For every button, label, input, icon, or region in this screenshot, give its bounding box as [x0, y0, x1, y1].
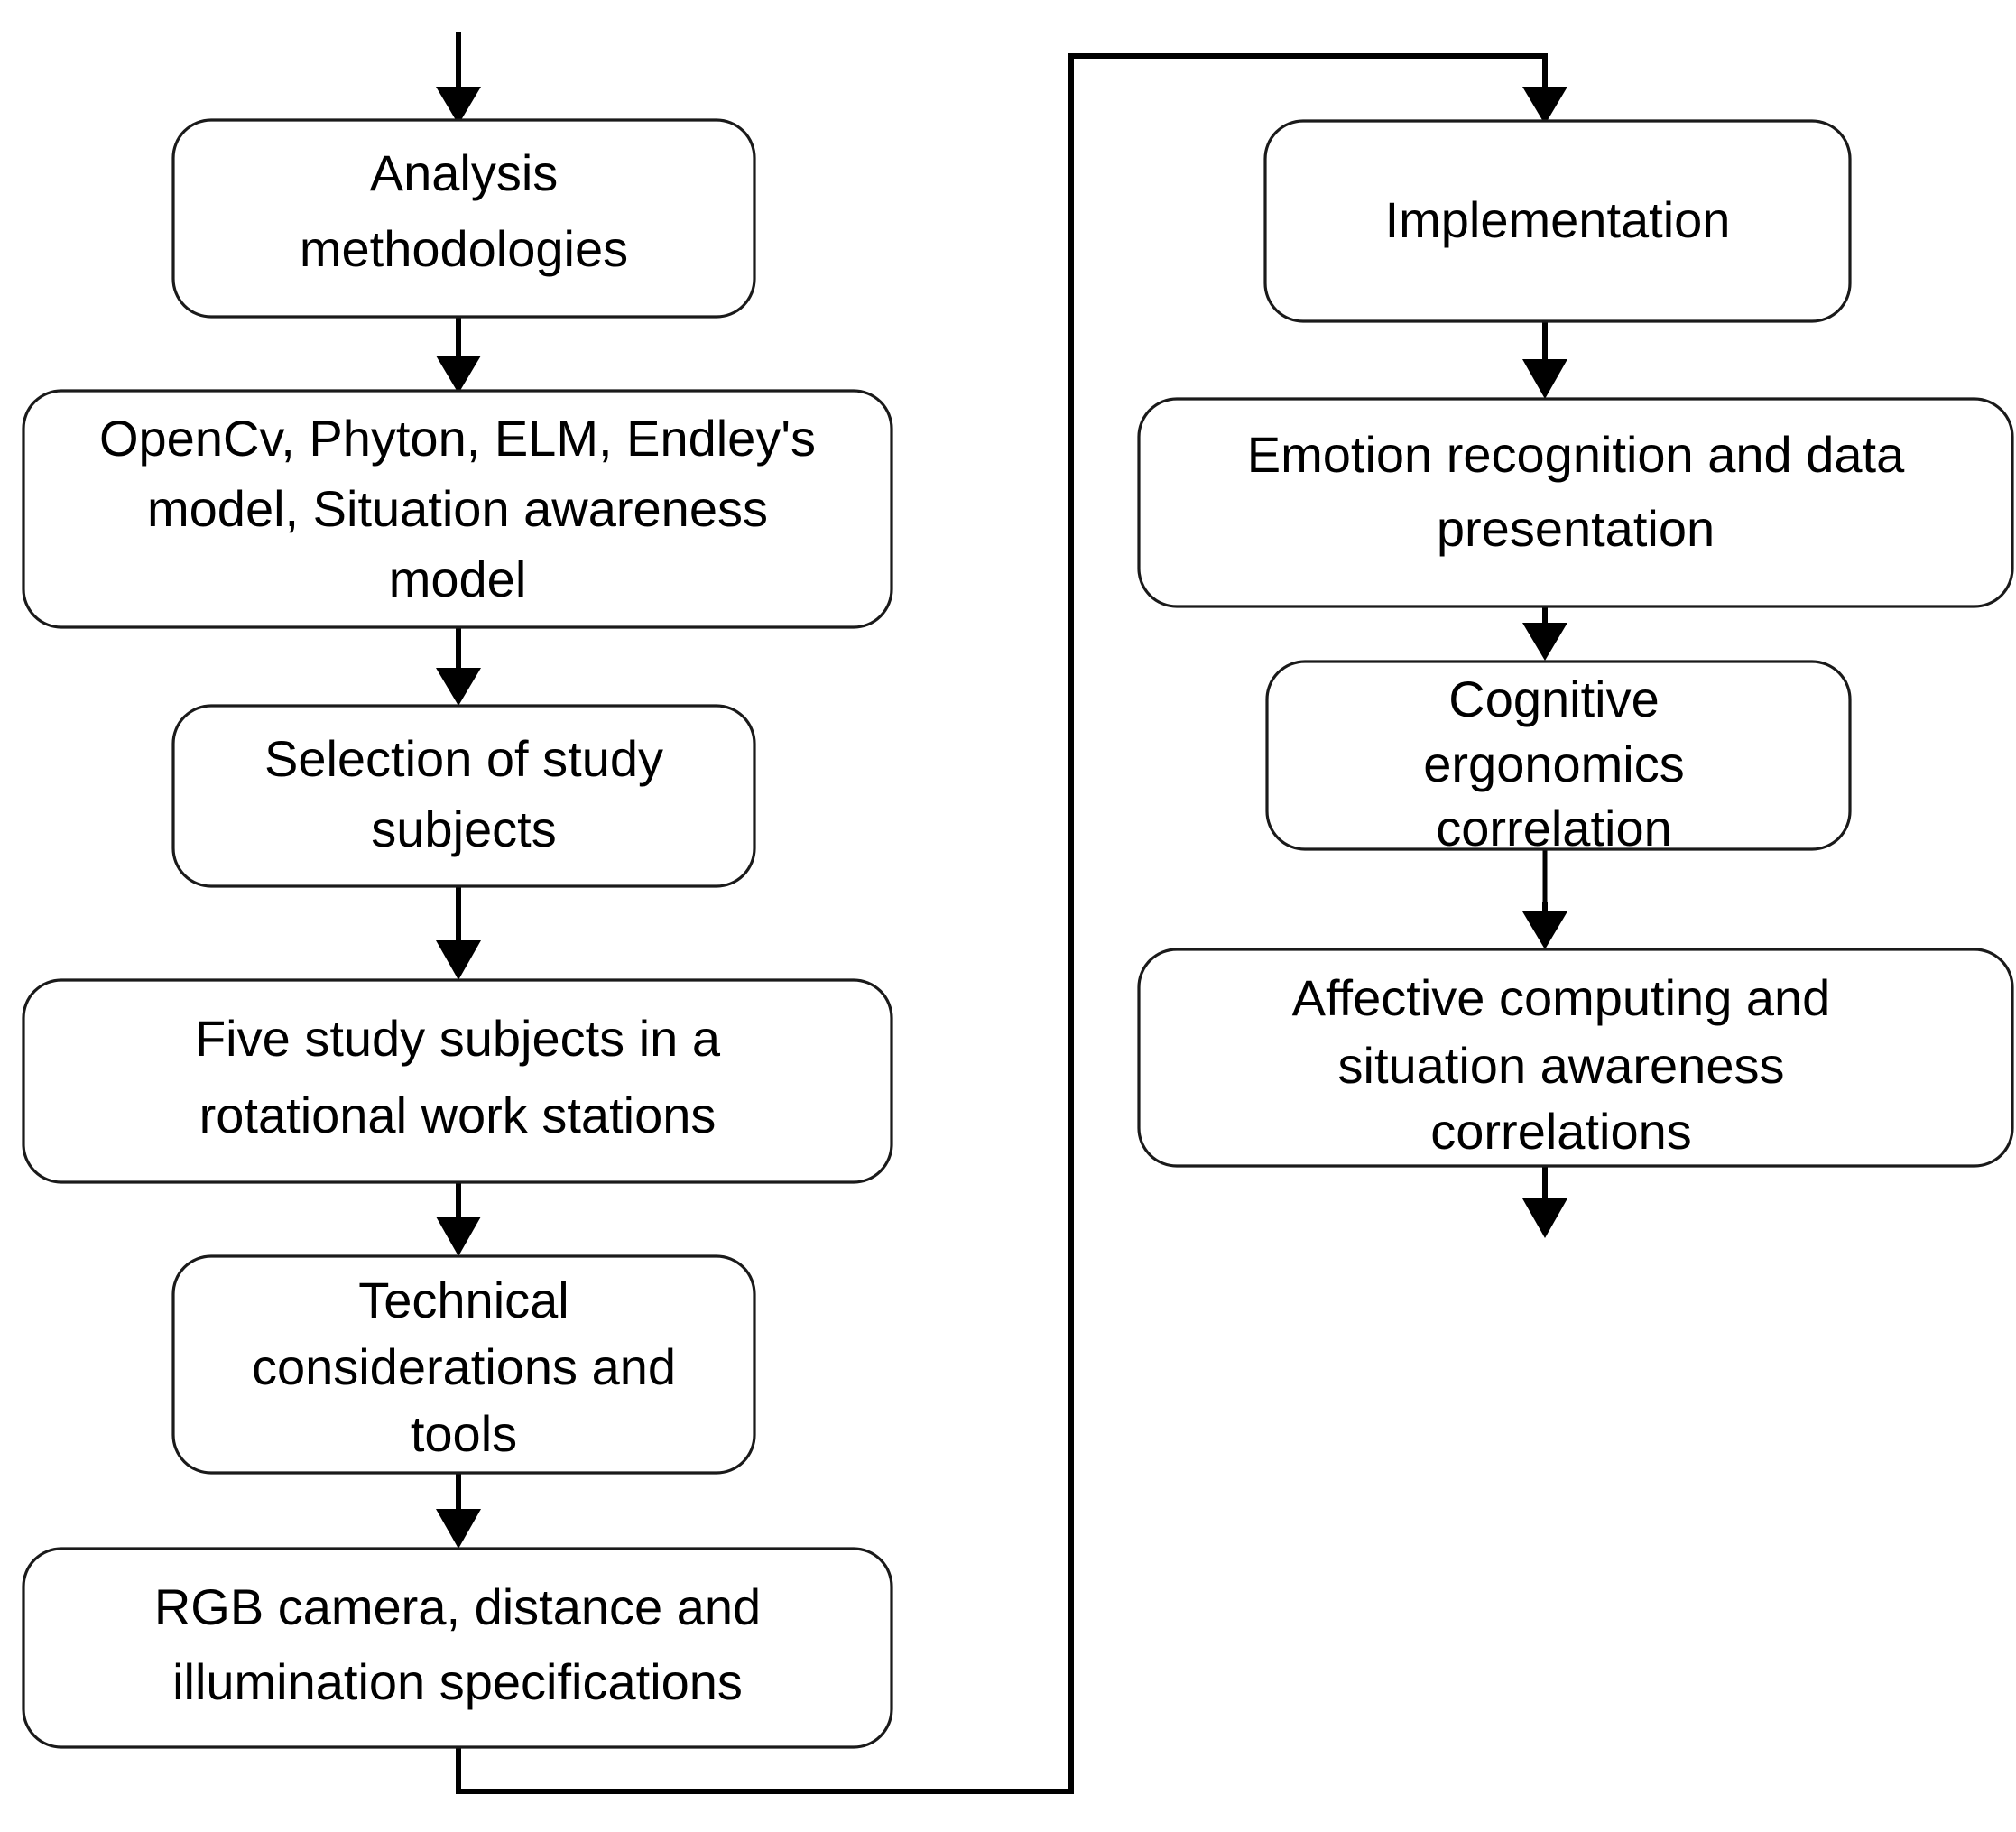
tools-models-box[interactable] [22, 389, 893, 629]
emotion-recognition-label-line-2: presentation [1437, 500, 1715, 557]
connector-selection-to-five [436, 886, 481, 980]
node-emotion-recognition-and-data-presentation[interactable]: Emotion recognition and data presentatio… [1137, 397, 2014, 608]
implementation-box[interactable] [1263, 119, 1852, 323]
connector-entry-arrow [436, 32, 481, 125]
node-rgb-camera-specifications[interactable]: RGB camera, distance and illumination sp… [22, 1547, 893, 1749]
affective-computing-label-line-2: situation awareness [1338, 1037, 1785, 1094]
implementation-label: Implementation [1385, 191, 1731, 248]
selection-of-study-subjects-box[interactable] [171, 704, 756, 888]
selection-of-study-subjects-label-line-1: Selection of study [264, 730, 663, 787]
connector-five-to-technical [436, 1182, 481, 1256]
emotion-recognition-box[interactable] [1137, 397, 2014, 608]
node-tools-models[interactable]: OpenCv, Phyton, ELM, Endley's model, Sit… [22, 389, 893, 629]
cognitive-ergonomics-box[interactable] [1265, 660, 1852, 851]
connector-rgb-to-implementation-loop [456, 53, 1567, 1794]
node-analysis-methodologies[interactable]: Analysis methodologies [171, 118, 756, 319]
tools-models-label-line-1: OpenCv, Phyton, ELM, Endley's [99, 410, 816, 467]
cognitive-ergonomics-label-line-1: Cognitive [1448, 671, 1659, 727]
cognitive-ergonomics-label-line-2: ergonomics [1423, 736, 1684, 792]
cognitive-ergonomics-label-line-3: correlation [1436, 800, 1671, 856]
affective-computing-label-line-3: correlations [1430, 1103, 1691, 1160]
node-affective-computing-correlations[interactable]: Affective computing and situation awaren… [1137, 948, 2014, 1168]
five-study-subjects-label-line-2: rotational work stations [199, 1087, 717, 1143]
technical-considerations-and-tools-box[interactable] [171, 1254, 756, 1475]
five-study-subjects-box[interactable] [22, 978, 893, 1184]
technical-considerations-label-line-1: Technical [358, 1272, 569, 1328]
analysis-methodologies-label-line-1: Analysis [370, 144, 559, 201]
connector-tools-to-selection [436, 626, 481, 706]
technical-considerations-label-line-3: tools [411, 1405, 517, 1462]
connector-technical-to-rgb [436, 1471, 481, 1549]
technical-considerations-label-line-2: considerations and [252, 1338, 676, 1395]
rgb-camera-specifications-box[interactable] [22, 1547, 893, 1749]
connector-emotion-to-cognitive [1522, 606, 1567, 661]
rgb-camera-label-line-1: RGB camera, distance and [154, 1578, 761, 1635]
node-implementation[interactable]: Implementation [1263, 119, 1852, 323]
connector-implementation-to-emotion [1522, 321, 1567, 399]
tools-models-label-line-2: model, Situation awareness [147, 480, 768, 537]
analysis-methodologies-label-line-2: methodologies [300, 220, 628, 277]
analysis-methodologies-box[interactable] [171, 118, 756, 319]
selection-of-study-subjects-label-line-2: subjects [371, 800, 556, 857]
node-selection-of-study-subjects[interactable]: Selection of study subjects [171, 704, 756, 888]
affective-computing-box[interactable] [1137, 948, 2014, 1168]
rgb-camera-label-line-2: illumination specifications [172, 1653, 743, 1710]
five-study-subjects-label-line-1: Five study subjects in a [195, 1010, 721, 1067]
connector-exit-arrow [1522, 1166, 1567, 1238]
node-technical-considerations-and-tools[interactable]: Technical considerations and tools [171, 1254, 756, 1475]
node-cognitive-ergonomics-correlation[interactable]: Cognitive ergonomics correlation [1265, 660, 1852, 856]
affective-computing-label-line-1: Affective computing and [1292, 969, 1831, 1026]
emotion-recognition-label-line-1: Emotion recognition and data [1247, 426, 1905, 483]
tools-models-label-line-3: model [389, 551, 527, 607]
connector-analysis-to-tools [436, 316, 481, 393]
node-five-study-subjects[interactable]: Five study subjects in a rotational work… [22, 978, 893, 1184]
